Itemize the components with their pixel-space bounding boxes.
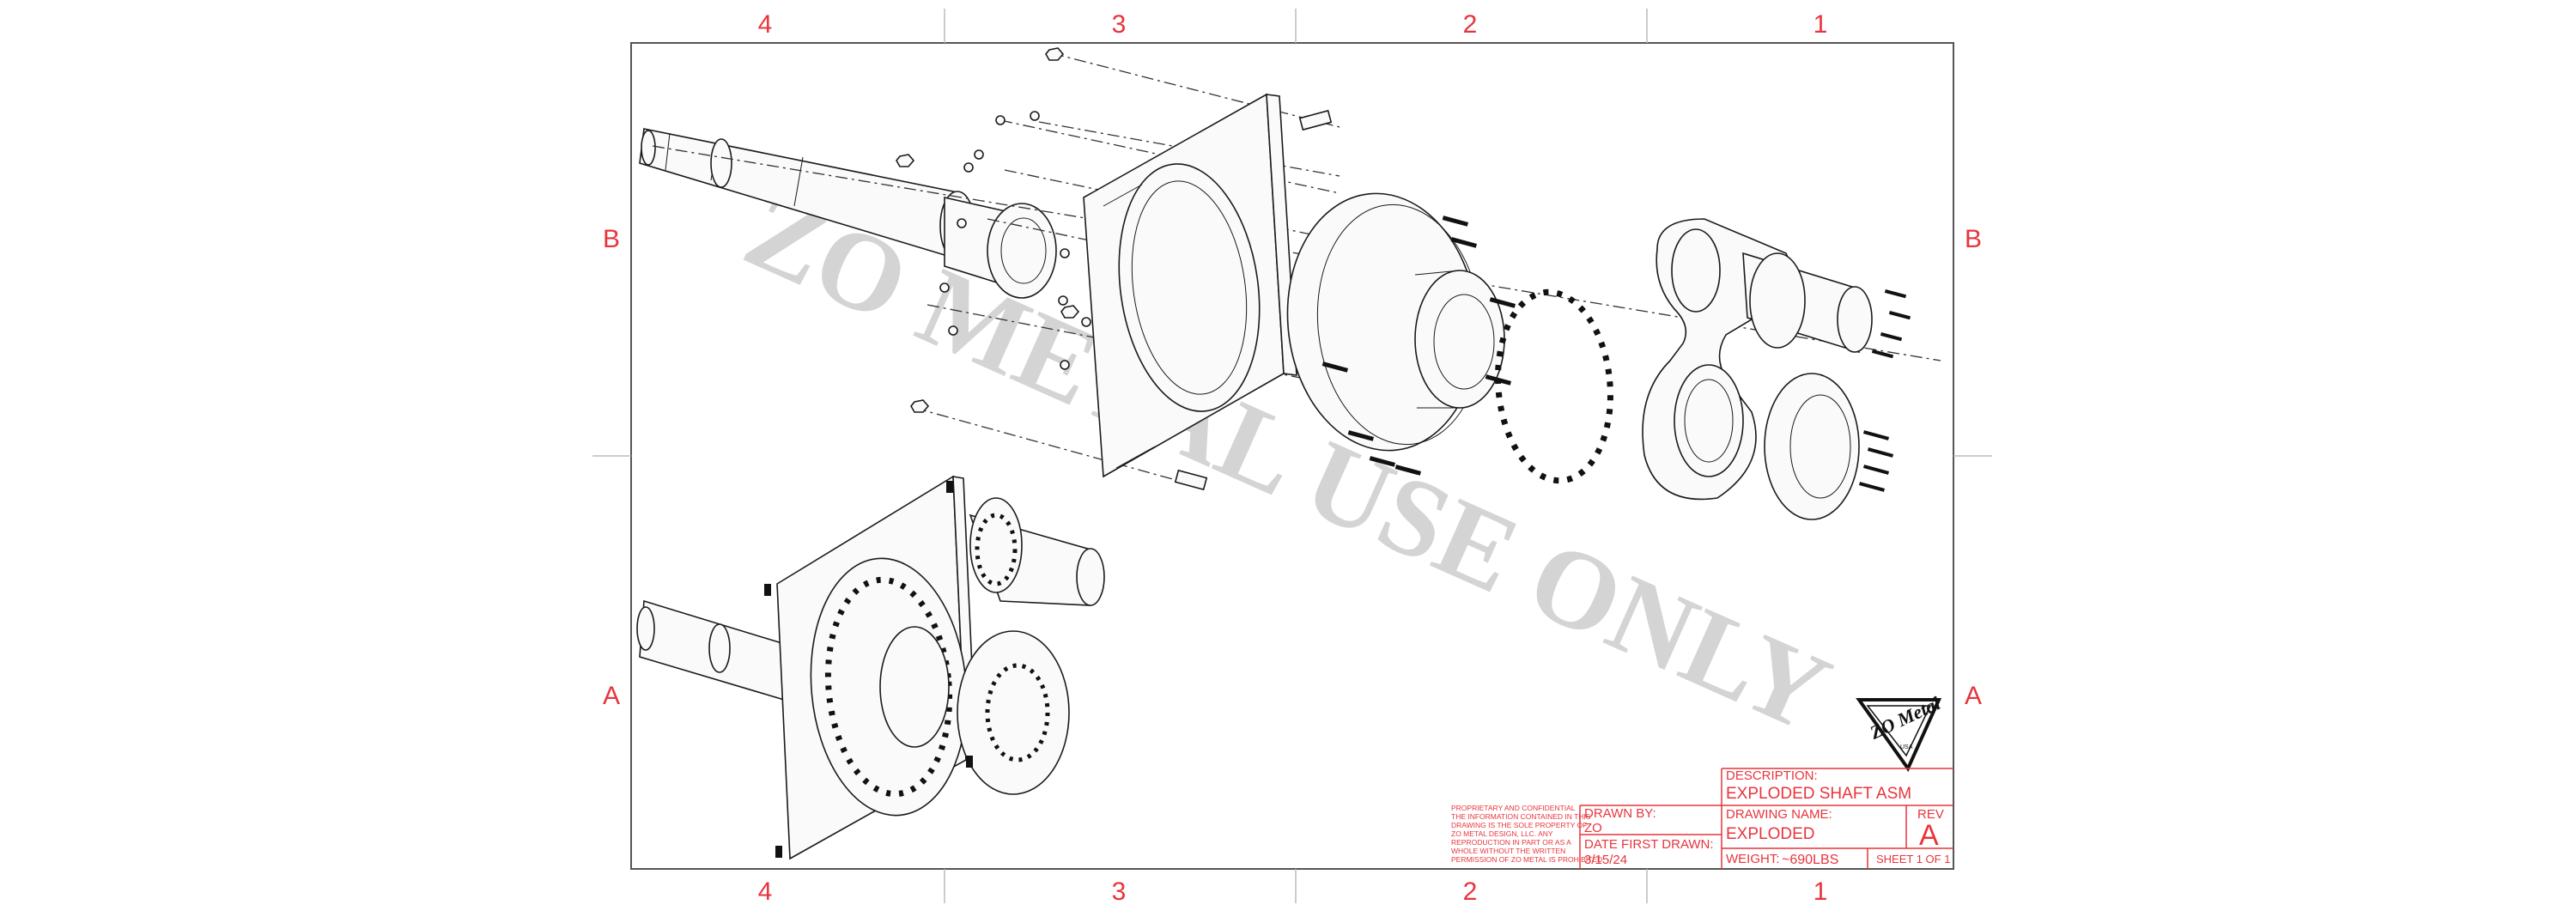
zone-row-left-b: B	[603, 225, 620, 253]
proprietary-line-1: PROPRIETARY AND CONFIDENTIAL	[1451, 804, 1576, 812]
mounting-housing	[1083, 93, 1297, 478]
proprietary-line-4: ZO METAL DESIGN, LLC. ANY	[1451, 829, 1553, 838]
zone-row-left-a: A	[603, 682, 620, 710]
proprietary-line-3: DRAWING IS THE SOLE PROPERTY OF	[1451, 821, 1587, 829]
zone-row-right-b: B	[1965, 225, 1982, 253]
assembled-view	[636, 475, 1105, 860]
zone-labels: 4 3 2 1 4 3 2 1 B A B A	[603, 10, 1982, 906]
date-value: 3/15/24	[1584, 853, 1627, 867]
company-logo: ZO Metal USA	[1856, 692, 1944, 772]
drawing-name-value: EXPLODED	[1726, 825, 1814, 843]
proprietary-line-6: WHOLE WITHOUT THE WRITTEN	[1451, 847, 1565, 855]
rev-label: REV	[1917, 807, 1944, 822]
flange-disk	[1286, 192, 1505, 452]
drawing-frame	[592, 9, 1992, 903]
hub-bolts	[1858, 288, 1911, 492]
weight-label: WEIGHT:	[1726, 852, 1780, 866]
axis-centerline	[652, 145, 1941, 361]
cap-screw-ring	[1495, 288, 1613, 484]
zone-col-bottom-1: 1	[1814, 878, 1828, 906]
weight-value: ~690LBS	[1782, 853, 1838, 867]
sprocket-assembly	[1642, 218, 1873, 520]
zone-col-bottom-2: 2	[1463, 878, 1478, 906]
sheet-number: SHEET 1 OF 1	[1876, 853, 1950, 865]
zone-col-bottom-3: 3	[1112, 878, 1127, 906]
date-label: DATE FIRST DRAWN:	[1584, 837, 1714, 852]
proprietary-line-5: REPRODUCTION IN PART OR AS A	[1451, 838, 1571, 847]
description-value: EXPLODED SHAFT ASM	[1726, 785, 1911, 803]
description-label: DESCRIPTION:	[1726, 768, 1818, 783]
drawing-name-label: DRAWING NAME:	[1726, 807, 1832, 822]
rev-value: A	[1919, 819, 1939, 852]
logo-subtext: USA	[1900, 744, 1913, 750]
exploded-view	[639, 47, 1941, 520]
drawn-by-label: DRAWN BY:	[1584, 806, 1656, 821]
drawn-by-value: ZO	[1584, 821, 1602, 835]
title-block: PROPRIETARY AND CONFIDENTIAL THE INFORMA…	[1451, 768, 1953, 869]
zone-col-top-1: 1	[1814, 10, 1828, 39]
zone-col-top-3: 3	[1112, 10, 1127, 39]
proprietary-line-7: PERMISSION OF ZO METAL IS PROHIBITED.	[1451, 855, 1605, 864]
zone-col-top-4: 4	[758, 10, 773, 39]
zone-col-top-2: 2	[1463, 10, 1478, 39]
zone-row-right-a: A	[1965, 682, 1982, 710]
zone-col-bottom-4: 4	[758, 878, 773, 906]
proprietary-line-2: THE INFORMATION CONTAINED IN THIS	[1451, 812, 1591, 821]
